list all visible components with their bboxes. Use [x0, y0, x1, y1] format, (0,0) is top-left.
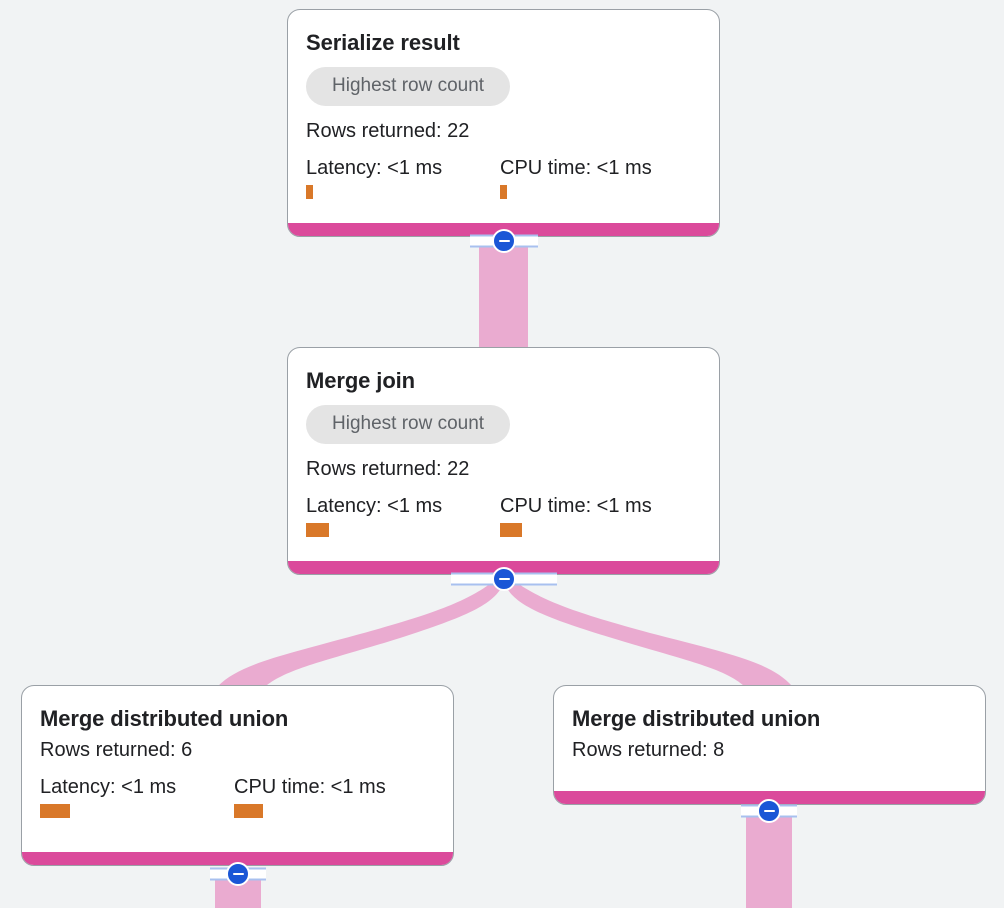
toggle-rail-left: [470, 234, 496, 248]
edge-left-union-to-child: [215, 872, 261, 908]
metric-cpu-time-bar: [500, 523, 522, 537]
toggle-rail-right: [246, 867, 266, 881]
rows-returned: Rows returned: 22: [306, 458, 470, 480]
metric-cpu-time-label: CPU time: <1 ms: [500, 157, 652, 179]
node-title: Merge distributed union: [572, 706, 821, 731]
metric-latency-label: Latency: <1 ms: [306, 157, 443, 179]
rows-returned: Rows returned: 22: [306, 120, 470, 142]
edge-merge-join-to-left-union: [218, 578, 504, 686]
status-badge: Highest row count: [306, 67, 511, 106]
metric-latency-bar: [306, 523, 329, 537]
node-title: Serialize result: [306, 30, 460, 55]
metric-cpu-time-label: CPU time: <1 ms: [500, 495, 652, 517]
node-accent-bar: [22, 852, 453, 865]
node-body: Merge distributed union Rows returned: 6…: [22, 686, 453, 852]
metric-latency: Latency: <1 ms: [306, 495, 500, 537]
metrics-row: Latency: <1 ms CPU time: <1 ms: [306, 157, 701, 199]
edge-merge-join-to-right-union: [504, 578, 792, 686]
toggle-rail-left: [741, 804, 761, 818]
node-title: Merge join: [306, 368, 416, 393]
toggle-serialize-result[interactable]: [470, 229, 538, 253]
metric-cpu-time: CPU time: <1 ms: [500, 157, 652, 199]
edge-right-union-to-child: [746, 806, 792, 908]
metric-cpu-time: CPU time: <1 ms: [234, 776, 386, 818]
rows-returned: Rows returned: 8: [572, 739, 725, 761]
rows-returned: Rows returned: 6: [40, 739, 193, 761]
metric-cpu-time-bar: [234, 804, 263, 818]
metrics-row: Latency: <1 ms CPU time: <1 ms: [40, 776, 435, 818]
metrics-row: Latency: <1 ms CPU time: <1 ms: [306, 495, 701, 537]
minus-icon[interactable]: [492, 229, 516, 253]
toggle-merge-join[interactable]: [451, 567, 557, 591]
toggle-rail-right: [512, 572, 557, 586]
metric-latency: Latency: <1 ms: [40, 776, 234, 818]
metric-latency: Latency: <1 ms: [306, 157, 500, 199]
minus-icon[interactable]: [492, 567, 516, 591]
metric-cpu-time-label: CPU time: <1 ms: [234, 776, 386, 798]
minus-icon[interactable]: [757, 799, 781, 823]
toggle-merge-distributed-union-right[interactable]: [741, 799, 797, 823]
edge-serialize-to-merge-join: [479, 236, 528, 347]
node-title: Merge distributed union: [40, 706, 289, 731]
metric-latency-label: Latency: <1 ms: [306, 495, 443, 517]
toggle-rail-left: [451, 572, 496, 586]
metric-latency-bar: [306, 185, 313, 199]
metric-cpu-time-bar: [500, 185, 507, 199]
toggle-merge-distributed-union-left[interactable]: [210, 862, 266, 886]
toggle-rail-right: [512, 234, 538, 248]
node-serialize-result[interactable]: Serialize result Highest row count Rows …: [287, 9, 720, 237]
node-merge-join[interactable]: Merge join Highest row count Rows return…: [287, 347, 720, 575]
node-accent-bar: [554, 791, 985, 804]
metric-latency-bar: [40, 804, 70, 818]
toggle-rail-right: [777, 804, 797, 818]
status-badge: Highest row count: [306, 405, 511, 444]
metric-cpu-time: CPU time: <1 ms: [500, 495, 652, 537]
minus-icon[interactable]: [226, 862, 250, 886]
toggle-rail-left: [210, 867, 230, 881]
node-merge-distributed-union-left[interactable]: Merge distributed union Rows returned: 6…: [21, 685, 454, 866]
node-body: Merge join Highest row count Rows return…: [288, 348, 719, 561]
metric-latency-label: Latency: <1 ms: [40, 776, 177, 798]
node-body: Serialize result Highest row count Rows …: [288, 10, 719, 223]
node-body: Merge distributed union Rows returned: 8: [554, 686, 985, 791]
node-merge-distributed-union-right[interactable]: Merge distributed union Rows returned: 8: [553, 685, 986, 805]
